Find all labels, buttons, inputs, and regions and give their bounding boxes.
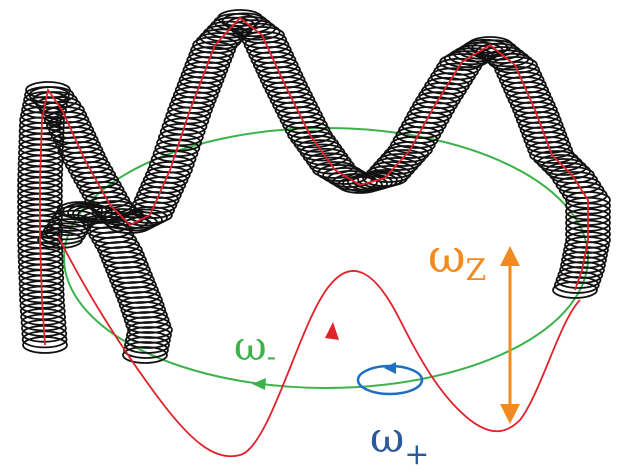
spiral-coil bbox=[562, 246, 608, 264]
axial-arrow-head-top bbox=[500, 246, 520, 266]
omega-plus-label: ω+ bbox=[370, 413, 429, 472]
cyclotron-spiral bbox=[17, 9, 611, 364]
omega-plus-subscript: + bbox=[404, 437, 429, 472]
spiral-coil bbox=[555, 271, 602, 289]
spiral-coil bbox=[552, 281, 598, 299]
axial-oscillation-lower-wave bbox=[57, 235, 581, 458]
spiral-coil bbox=[122, 346, 168, 364]
spiral-coil bbox=[487, 52, 534, 71]
spiral-coil bbox=[123, 311, 170, 329]
omega-minus-symbol: ω bbox=[234, 324, 267, 370]
omega-plus-symbol: ω bbox=[370, 413, 404, 462]
spiral-coil bbox=[553, 276, 600, 294]
spiral-coil bbox=[234, 22, 281, 41]
spiral-coil bbox=[125, 331, 171, 349]
spiral-coil bbox=[284, 121, 331, 139]
spiral-coil bbox=[124, 336, 170, 354]
axial-oscillation-path bbox=[39, 16, 589, 346]
spiral-coil bbox=[564, 236, 610, 254]
spiral-coil bbox=[525, 136, 572, 154]
omega-z-subscript: Z bbox=[466, 253, 487, 288]
spiral-coil bbox=[81, 186, 128, 204]
spiral-coil bbox=[22, 96, 68, 114]
axial-direction-arrow bbox=[325, 322, 339, 340]
omega-z-label: ωZ bbox=[428, 229, 486, 288]
axial-arrow-head-bottom bbox=[500, 404, 520, 424]
omega-minus-label: ω- bbox=[234, 324, 276, 373]
cyclotron-loop-arrow bbox=[384, 362, 396, 374]
spiral-coil bbox=[282, 116, 328, 134]
magnetron-direction-arrow bbox=[252, 378, 266, 390]
spiral-coil bbox=[527, 141, 573, 159]
spiral-coil bbox=[190, 41, 237, 59]
spiral-coil bbox=[126, 326, 172, 344]
spiral-coil bbox=[563, 241, 609, 259]
omega-minus-subscript: - bbox=[267, 340, 276, 373]
spiral-coil bbox=[125, 316, 172, 334]
omega-z-symbol: ω bbox=[428, 229, 466, 283]
spiral-coil bbox=[188, 46, 235, 64]
spiral-coil bbox=[127, 321, 173, 339]
